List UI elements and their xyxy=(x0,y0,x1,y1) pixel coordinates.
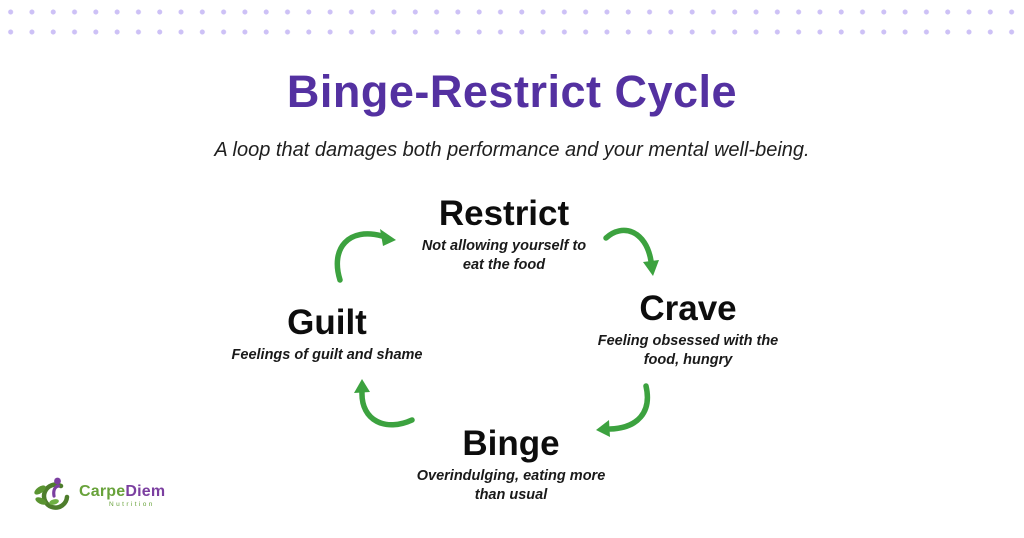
stage-crave-description: Feeling obsessed with the food, hungry xyxy=(597,332,779,368)
stage-binge-description: Overindulging, eating more than usual xyxy=(416,467,606,503)
logo-leaf-figure-icon xyxy=(34,477,70,510)
stage-binge: Binge Overindulging, eating more than us… xyxy=(416,424,606,505)
arrowhead-guilt-to-restrict-icon xyxy=(380,229,396,246)
arrow-guilt-to-restrict-icon xyxy=(334,231,385,283)
stage-restrict: Restrict Not allowing yourself to eat th… xyxy=(421,194,587,275)
dot-pattern-decoration xyxy=(0,2,1024,43)
stage-restrict-label: Restrict xyxy=(438,194,570,233)
logo-tagline: Nutrition xyxy=(109,500,155,508)
brand-logo: CarpeDiem Nutrition xyxy=(34,474,165,518)
logo-text: CarpeDiem Nutrition xyxy=(79,482,166,509)
arrow-binge-to-guilt-icon xyxy=(359,389,415,428)
arrowhead-crave-to-binge-icon xyxy=(596,420,610,437)
logo-brand-name: CarpeDiem xyxy=(79,482,166,500)
arrow-crave-to-binge-icon xyxy=(607,383,651,432)
arrowhead-restrict-to-crave-icon xyxy=(643,260,659,276)
page-title: Binge-Restrict Cycle xyxy=(286,66,738,117)
logo-brand-second: Diem xyxy=(125,482,166,500)
arrow-restrict-to-crave-icon xyxy=(603,227,654,264)
arrowhead-binge-to-guilt-icon xyxy=(354,379,370,393)
stage-binge-label: Binge xyxy=(462,424,560,463)
page-subtitle: A loop that damages both performance and… xyxy=(214,139,810,161)
stage-crave-label: Crave xyxy=(639,289,737,328)
stage-crave: Crave Feeling obsessed with the food, hu… xyxy=(597,289,779,370)
logo-brand-first: Carpe xyxy=(79,482,126,500)
stage-guilt-label: Guilt xyxy=(287,303,367,342)
stage-guilt: Guilt Feelings of guilt and shame xyxy=(231,303,423,365)
stage-guilt-description: Feelings of guilt and shame xyxy=(231,346,423,363)
stage-restrict-description: Not allowing yourself to eat the food xyxy=(421,237,587,273)
